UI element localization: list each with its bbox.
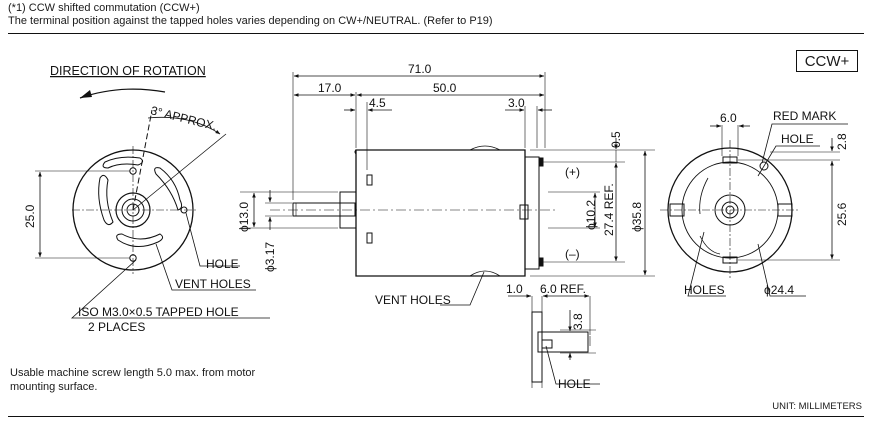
side-view [240, 72, 655, 306]
commutation-note: (*1) CCW shifted commutation (CCW+) [8, 2, 200, 14]
terminal-tab-hole [541, 339, 553, 349]
dim-4-5: 4.5 [369, 96, 386, 110]
dim-25-0: 25.0 [23, 204, 37, 228]
dim-phi3-17: ϕ3.17 [263, 242, 277, 272]
unit-label: UNIT: MILLIMETERS [772, 401, 862, 412]
rear-view [660, 123, 848, 297]
can-slot-bottom [366, 232, 373, 244]
rotation-arrow-head [80, 90, 92, 98]
vent-holes-label-mid: VENT HOLES [375, 293, 451, 307]
plus-terminal-label: (+) [565, 165, 580, 179]
rotation-arrow [79, 88, 166, 99]
motor-can [355, 149, 526, 277]
minus-terminal-label: (–) [565, 247, 580, 261]
dim-27-4-ref: 27.4 REF. [602, 183, 616, 236]
dim-6-0-ref: 6.0 REF. [540, 282, 586, 296]
vent-slot-left [98, 174, 114, 226]
vent-holes-label-left: VENT HOLES [175, 277, 251, 291]
dim-phi13: ϕ13.0 [237, 202, 251, 232]
terminal-position-note: The terminal position against the tapped… [8, 15, 493, 27]
dim-2-8: 2.8 [835, 133, 849, 150]
dim-1-0: 1.0 [506, 282, 523, 296]
dim-6-0-rear: 6.0 [720, 111, 737, 125]
approx-label: 3° APPROX. [149, 103, 218, 133]
terminal-tab [537, 331, 589, 353]
red-mark [759, 161, 769, 171]
dim-71: 71.0 [408, 62, 432, 76]
bottom-divider [8, 416, 864, 417]
dim-phi24-4: ϕ24.4 [764, 283, 794, 297]
dim-phi10-2: ϕ10.2 [584, 200, 598, 230]
rotation-badge: CCW+ [796, 50, 858, 72]
side-vent [469, 270, 501, 277]
dim-0-5: 0.5 [609, 131, 623, 148]
red-mark-label: RED MARK [773, 109, 836, 123]
screw-length-note: Usable machine screw length 5.0 max. fro… [10, 367, 256, 393]
terminal-detail [508, 294, 600, 388]
terminal-plus [538, 157, 544, 167]
can-slot-top [366, 174, 373, 186]
dim-3-0: 3.0 [508, 96, 525, 110]
holes-label-right: HOLES [684, 283, 725, 297]
dim-25-6: 25.6 [835, 202, 849, 226]
dim-50: 50.0 [433, 81, 457, 95]
rear-bearing [519, 204, 529, 220]
vent-slot-top [102, 156, 144, 169]
dim-3-8: 3.8 [571, 313, 585, 330]
direction-label: DIRECTION OF ROTATION [50, 64, 206, 78]
vent-slot-lower [116, 233, 164, 247]
hole-label-left: HOLE [206, 257, 239, 271]
hole-label-terminal: HOLE [558, 377, 591, 391]
front-view [35, 88, 270, 319]
hole-label-right: HOLE [781, 132, 814, 146]
terminal-plate [531, 311, 543, 383]
iso-tapped-hole-label: ISO M3.0×0.5 TAPPED HOLE [78, 305, 239, 319]
dim-phi35-8: ϕ35.8 [630, 202, 644, 232]
shaft [292, 202, 356, 217]
iso-places-label: 2 PLACES [88, 320, 145, 334]
terminal-minus [538, 257, 544, 267]
top-divider [8, 33, 864, 34]
end-bell [524, 156, 540, 270]
dim-17: 17.0 [318, 81, 342, 95]
